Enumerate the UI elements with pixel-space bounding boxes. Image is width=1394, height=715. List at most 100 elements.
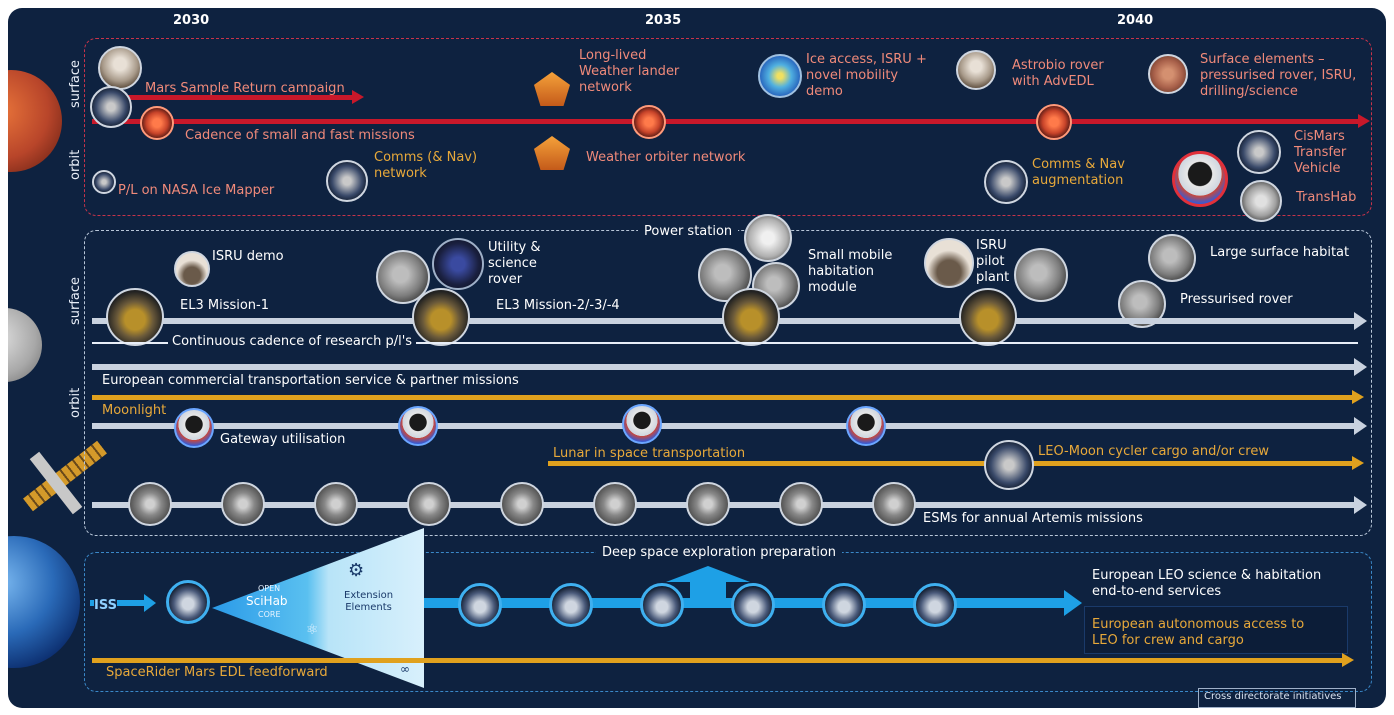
small-mobile-label: Small mobile habitation module	[808, 248, 893, 295]
spacerider-arrow	[92, 658, 1344, 663]
iss-arrow	[90, 600, 146, 606]
eu-leo-label: European LEO science & habitation end-to…	[1092, 568, 1322, 599]
el3-lander-2	[412, 288, 470, 346]
scihab-open-label: OPEN	[258, 584, 281, 593]
esms-label: ESMs for annual Artemis missions	[923, 511, 1143, 526]
esm-icon	[872, 482, 916, 526]
leo-capsule	[458, 583, 502, 627]
mars-cadence-arrowhead	[1358, 114, 1370, 128]
esm-icon	[221, 482, 265, 526]
atom-icon: ⚛	[306, 622, 319, 638]
spacerider-arrowhead	[1342, 653, 1354, 667]
moon-planet	[8, 308, 42, 382]
gateway-astronaut-3	[622, 404, 662, 444]
esm-arrowhead	[1354, 496, 1367, 514]
ice-mapper-photo	[92, 170, 116, 194]
mars-mission-icon-1	[140, 106, 174, 140]
lunar-transport-label: Lunar in space transportation	[553, 446, 746, 461]
gateway-astronaut-2	[398, 406, 438, 446]
gateway-astronaut-4	[846, 406, 886, 446]
iss-label: ISS	[94, 598, 117, 614]
el3-lander-1	[106, 288, 164, 346]
utility-rover-label: Utility & science rover	[488, 240, 541, 287]
msr-lander-photo	[98, 46, 142, 90]
ice-access-label: Ice access, ISRU + novel mobility demo	[806, 52, 927, 99]
mars-orbit-label: orbit	[68, 149, 83, 180]
eu-auto-box	[1084, 606, 1348, 654]
esm-icon	[500, 482, 544, 526]
year-2035: 2035	[645, 13, 682, 28]
el3-lander-4	[959, 288, 1017, 346]
earth-planet	[8, 536, 80, 668]
mars-cadence-arrow	[92, 119, 1362, 124]
roadmap-frame: 2030 2035 2040 surface orbit Mars Sample…	[8, 8, 1386, 708]
msr-arrowhead	[352, 90, 364, 104]
continuous-label: Continuous cadence of research p/l's	[168, 334, 417, 350]
gear-icon: ⚙	[348, 560, 365, 581]
transhab-label: TransHab	[1296, 190, 1357, 205]
transhab-photo	[1240, 180, 1282, 222]
leo-capsule	[731, 583, 775, 627]
leo-capsule	[640, 583, 684, 627]
extension-label: Extension Elements	[344, 590, 394, 613]
lunar-transport-arrow	[548, 461, 1354, 466]
esm-icon	[314, 482, 358, 526]
leo-moon-cycler-photo	[984, 440, 1034, 490]
power-station-photo	[744, 214, 792, 262]
el3-mission-1-label: EL3 Mission-1	[180, 298, 270, 313]
moon-orbit-label: orbit	[68, 387, 83, 418]
utility-rover-photo-2	[432, 238, 484, 290]
msr-orbiter-photo	[90, 86, 132, 128]
leo-moon-label: LEO-Moon cycler cargo and/or crew	[1038, 444, 1269, 459]
gateway-arrowhead	[1354, 417, 1367, 435]
commercial-arrowhead	[1354, 358, 1367, 376]
surface-elements-photo	[1148, 54, 1188, 94]
cadence-label: Cadence of small and fast missions	[185, 128, 415, 143]
iss-arrowhead	[144, 594, 156, 612]
deep-space-up-arrow-shaft	[690, 580, 726, 600]
astrobio-label: Astrobio rover with AdvEDL	[1012, 58, 1104, 89]
pl-ice-label: P/L on NASA Ice Mapper	[118, 183, 275, 198]
moon-surface-label: surface	[68, 276, 83, 325]
mars-surface-label: surface	[68, 59, 83, 108]
comms-aug-photo	[984, 160, 1028, 204]
surface-elements-label: Surface elements – pressurised rover, IS…	[1200, 52, 1357, 99]
iss-capsule	[166, 580, 210, 624]
mars-mission-icon-3	[1036, 104, 1072, 140]
gateway-arrow	[92, 423, 1356, 429]
eu-auto-label: European autonomous access to LEO for cr…	[1092, 617, 1305, 648]
astrobio-rover-photo	[956, 50, 996, 90]
cross-directorate-label: Cross directorate initiatives	[1204, 691, 1342, 702]
comms-aug-label: Comms & Nav augmentation	[1032, 157, 1125, 188]
el3-lander-3	[722, 288, 780, 346]
leo-main-arrowhead	[1064, 590, 1082, 616]
esm-icon	[593, 482, 637, 526]
spacerider-label: SpaceRider Mars EDL feedforward	[106, 665, 328, 680]
isru-pilot-label: ISRU pilot plant	[976, 238, 1010, 285]
astronaut-icon-mars	[1172, 151, 1228, 207]
deep-space-up-arrowhead	[666, 566, 750, 582]
lunar-transport-arrowhead	[1352, 456, 1364, 470]
gateway-label: Gateway utilisation	[220, 432, 346, 447]
esm-icon	[128, 482, 172, 526]
cismars-label: CisMars Transfer Vehicle	[1294, 129, 1347, 176]
year-2030: 2030	[173, 13, 210, 28]
el3-arrowhead	[1354, 312, 1367, 330]
mars-section	[84, 38, 1372, 216]
comms-label: Comms (& Nav) network	[374, 150, 478, 181]
scihab-label: SciHab	[246, 594, 288, 608]
scihab-core-label: CORE	[258, 610, 281, 619]
weather-lander-label: Long-lived Weather lander network	[579, 48, 680, 95]
esm-icon	[779, 482, 823, 526]
el3-mission-234-label: EL3 Mission-2/-3/-4	[496, 298, 620, 313]
isru-demo-photo	[174, 251, 210, 287]
msr-label: Mars Sample Return campaign	[145, 81, 345, 96]
moonlight-label: Moonlight	[102, 403, 167, 418]
pressurised-rover-label: Pressurised rover	[1180, 292, 1293, 307]
large-habitat-photo	[1148, 234, 1196, 282]
mars-planet	[8, 70, 62, 172]
isru-pilot-rover-photo	[1014, 248, 1068, 302]
continuous-arrow	[92, 342, 1358, 344]
year-2040: 2040	[1117, 13, 1154, 28]
gateway-astronaut-1	[174, 408, 214, 448]
